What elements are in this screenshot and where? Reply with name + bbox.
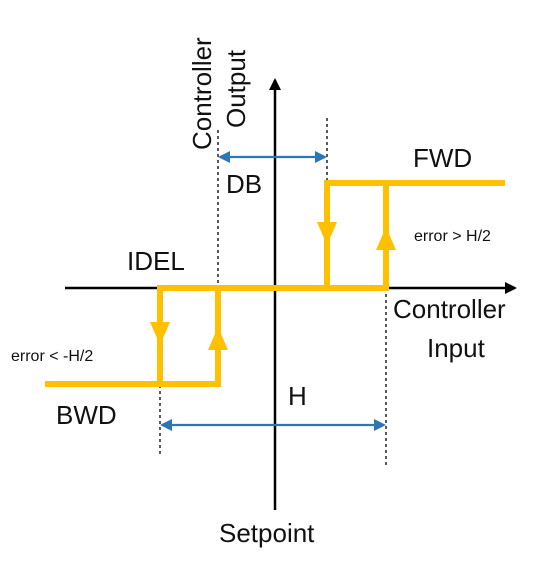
direction-arrows: [150, 222, 396, 350]
idle-label: IDEL: [127, 246, 185, 276]
bwd-label: BWD: [56, 400, 117, 430]
dotted-reference-lines: [159, 118, 387, 468]
x-axis-label-line1: Controller: [393, 294, 506, 324]
up-arrow-right: [376, 227, 396, 250]
down-arrow-right: [317, 222, 337, 245]
up-arrow-left: [208, 327, 228, 350]
y-axis-label-line2: Output: [221, 49, 251, 128]
hysteresis-curve: [45, 180, 505, 387]
error-positive-label: error > H/2: [414, 228, 491, 245]
x-axis-label-line2: Input: [427, 333, 486, 363]
setpoint-label: Setpoint: [219, 518, 315, 548]
deadband-label: DB: [226, 169, 262, 199]
down-arrow-left: [150, 322, 170, 345]
hysteresis-label: H: [288, 381, 307, 411]
y-axis-label-line1: Controller: [187, 37, 217, 150]
error-negative-label: error < -H/2: [11, 348, 93, 365]
fwd-label: FWD: [413, 143, 472, 173]
